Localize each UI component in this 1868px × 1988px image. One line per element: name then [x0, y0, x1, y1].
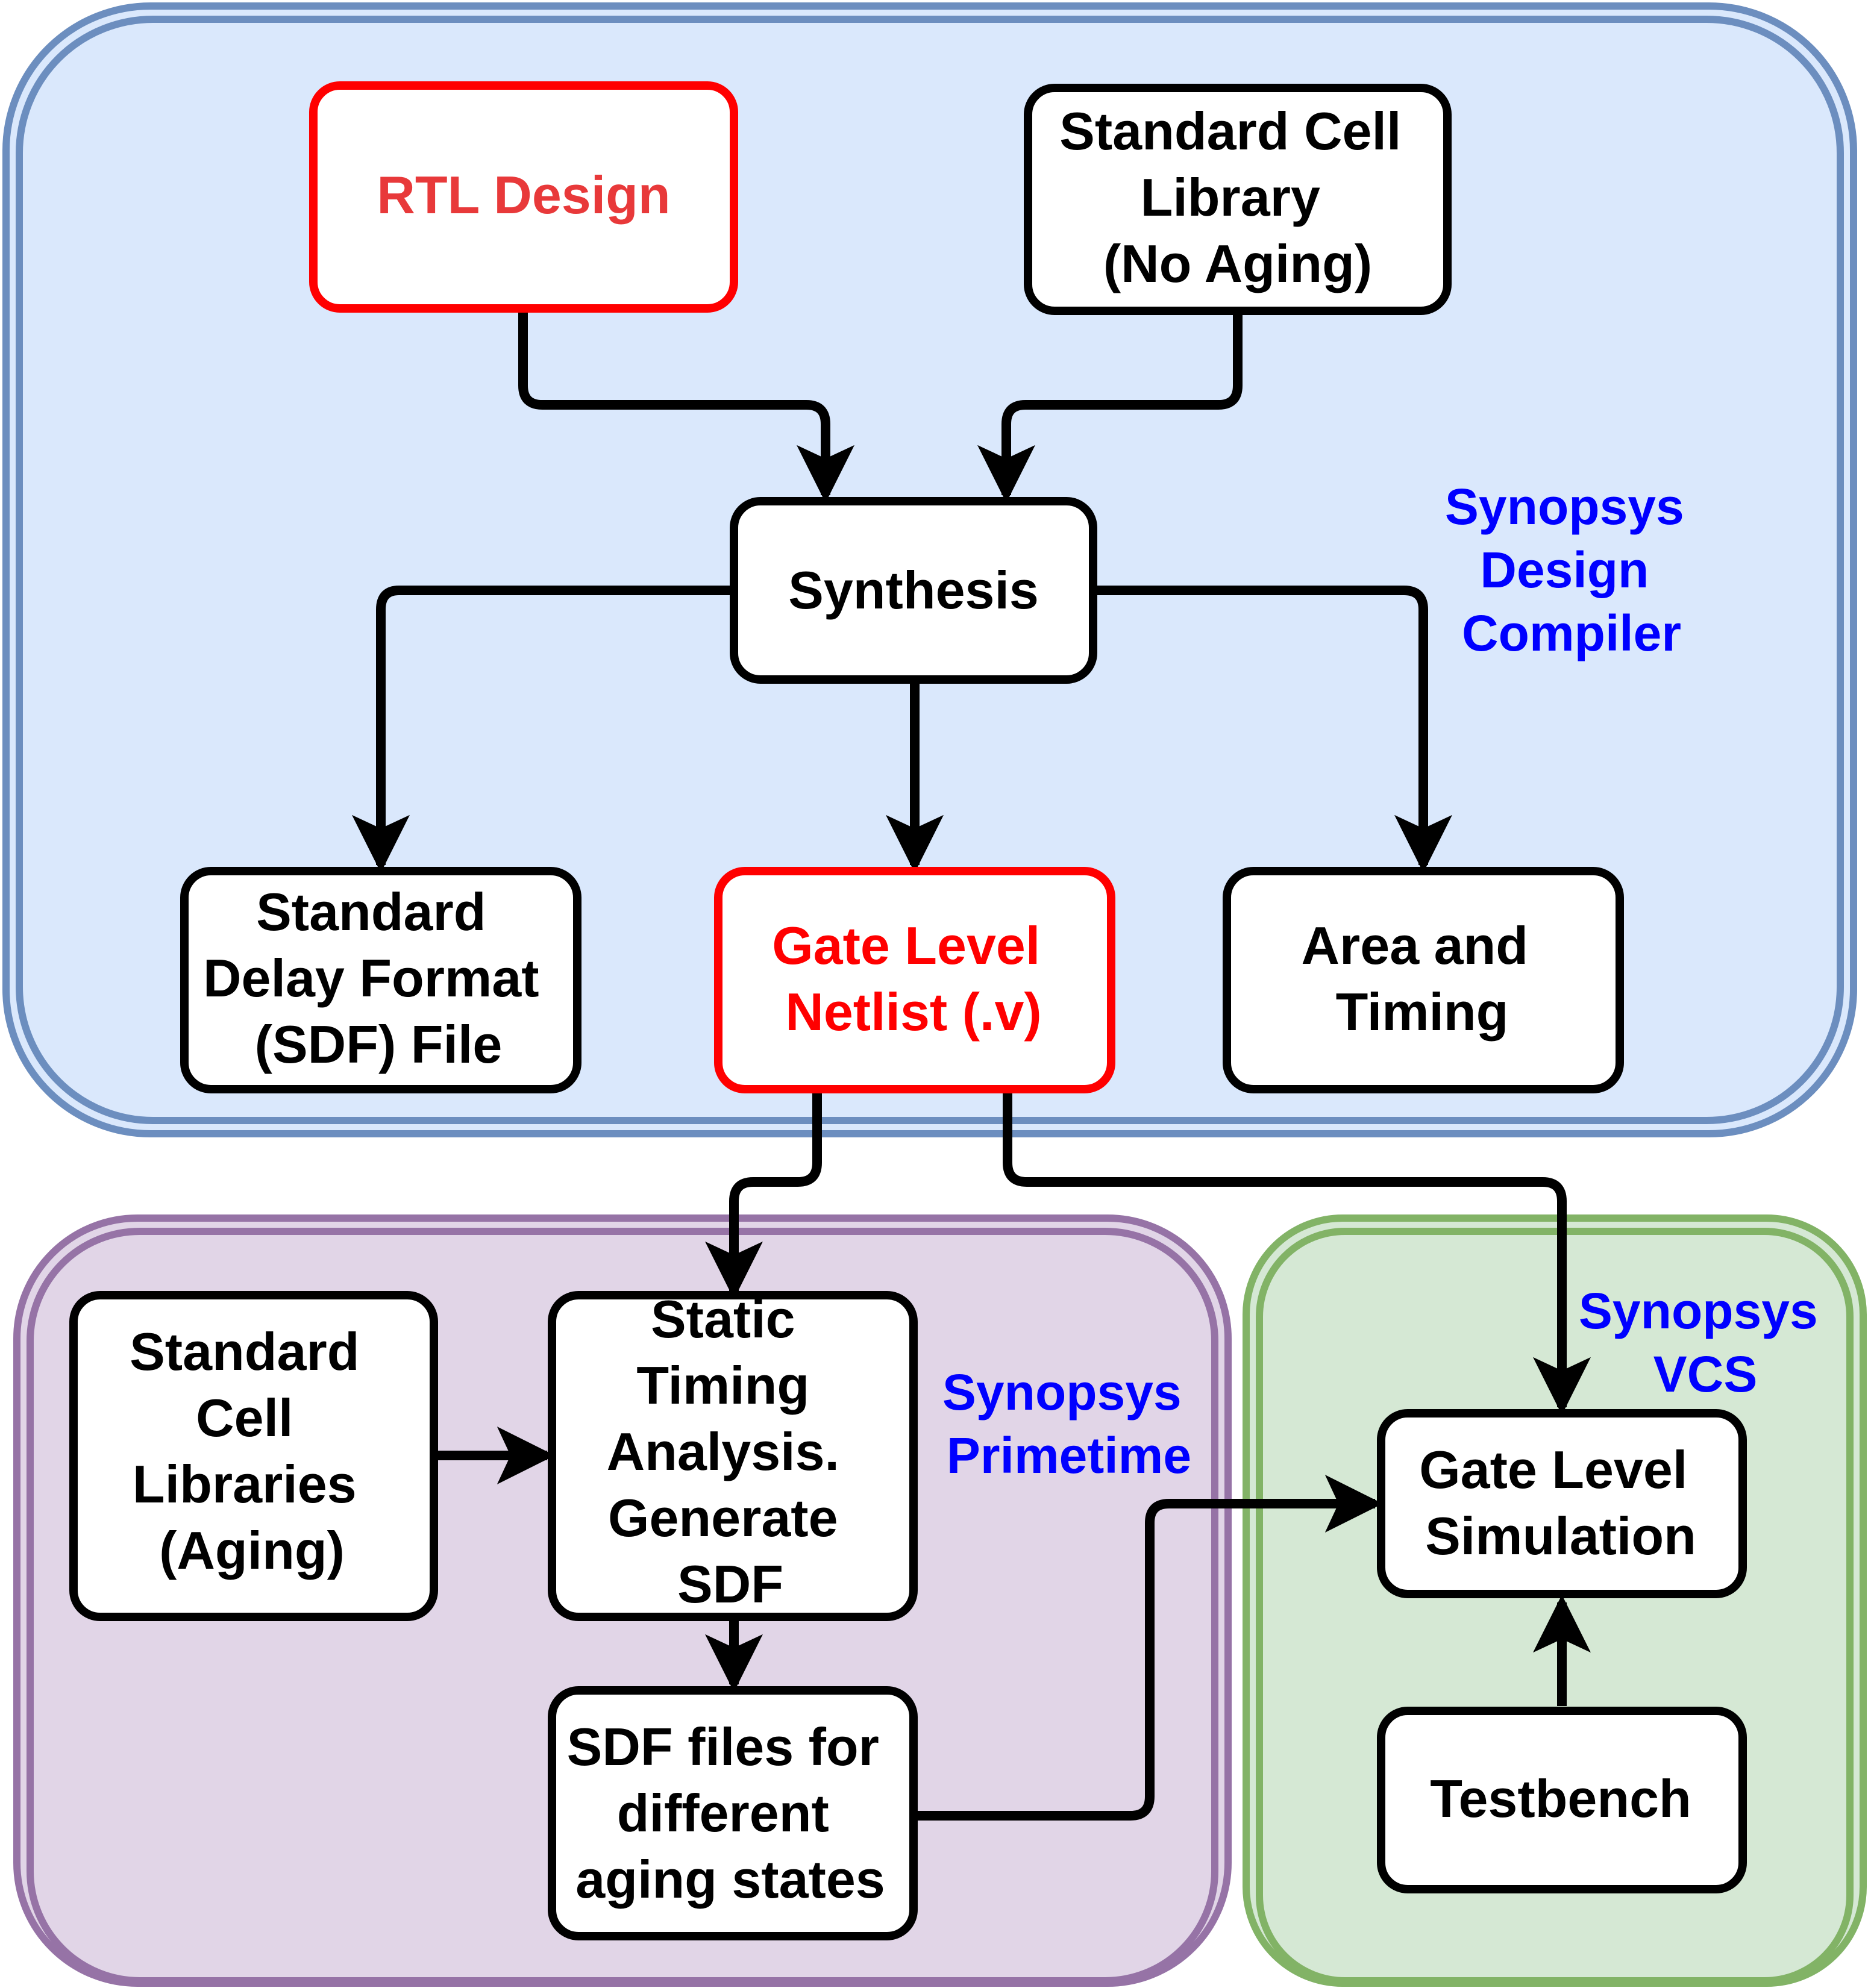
primetime-label: Synopsys Primetime	[942, 1364, 1196, 1484]
arrow-synthesis-to-sdf	[352, 586, 730, 873]
node-synthesis: Synthesis	[730, 497, 1097, 684]
node-testbench: Testbench	[1377, 1707, 1747, 1893]
arrow-library-to-synthesis	[977, 314, 1243, 503]
arrow-netlist-to-sta	[705, 1090, 822, 1299]
node-standard-cell-library: Standard Cell Library (No Aging)	[1024, 84, 1452, 315]
node-label: Static Timing Analysis. Generate SDF	[607, 1289, 854, 1614]
arrow-synthesis-to-area-timing	[1097, 586, 1452, 873]
arrow-rtl-to-synthesis	[518, 312, 854, 503]
node-static-timing-analysis: Static Timing Analysis. Generate SDF	[548, 1289, 918, 1621]
vcs-label: Synopsys VCS	[1579, 1283, 1832, 1402]
node-standard-cell-libraries-aging: Standard Cell Libraries (Aging)	[69, 1291, 438, 1621]
node-area-and-timing: Area and Timing	[1223, 867, 1624, 1093]
node-gate-level-simulation: Gate Level Simulation	[1377, 1409, 1747, 1598]
arrow-netlist-to-simulation	[1003, 1088, 1591, 1415]
node-label: Gate Level Simulation	[1419, 1440, 1702, 1566]
arrow-sdf-states-to-simulation	[916, 1475, 1383, 1821]
node-rtl-design: RTL Design	[309, 81, 738, 313]
node-sdf-file: Standard Delay Format (SDF) File	[180, 867, 581, 1093]
node-label: Synthesis	[788, 560, 1039, 620]
node-label: RTL Design	[377, 165, 670, 225]
node-label: Area and Timing	[1301, 916, 1543, 1042]
connectors	[352, 312, 1591, 1821]
node-label: Testbench	[1430, 1769, 1691, 1828]
node-label: Standard Cell Libraries (Aging)	[130, 1322, 374, 1580]
node-label: SDF files for different aging states	[567, 1717, 894, 1909]
node-label: Standard Cell Library (No Aging)	[1059, 101, 1416, 293]
node-sdf-aging-states: SDF files for different aging states	[548, 1686, 918, 1940]
node-label: Standard Delay Format (SDF) File	[203, 882, 554, 1074]
node-label: Gate Level Netlist (.v)	[772, 916, 1055, 1042]
design-compiler-label: Synopsys Design Compiler	[1445, 478, 1698, 661]
node-gate-level-netlist: Gate Level Netlist (.v)	[714, 867, 1115, 1093]
